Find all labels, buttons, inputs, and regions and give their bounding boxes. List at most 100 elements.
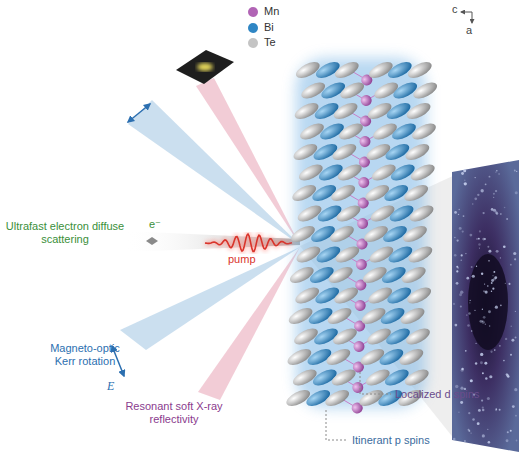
speckle-dot bbox=[479, 247, 480, 248]
bi-atom bbox=[384, 325, 413, 348]
speckle-dot bbox=[468, 412, 470, 414]
te-atom bbox=[298, 120, 327, 143]
speckle-dot bbox=[458, 209, 460, 211]
speckle-dot bbox=[484, 362, 487, 365]
speckle-dot bbox=[493, 277, 496, 280]
speckle-dot bbox=[505, 338, 507, 340]
electron-symbol bbox=[146, 237, 158, 245]
speckle-dot bbox=[453, 438, 456, 441]
speckle-dot bbox=[482, 238, 485, 241]
detector-screen bbox=[176, 50, 234, 84]
speckle-dot bbox=[462, 230, 464, 232]
speckle-dot bbox=[514, 170, 516, 172]
mn-atom bbox=[355, 216, 370, 231]
speckle-dot bbox=[476, 266, 477, 267]
speckle-dot bbox=[495, 410, 497, 412]
crystal-structure bbox=[284, 59, 440, 416]
label: a bbox=[466, 24, 472, 37]
te-atom bbox=[324, 346, 353, 369]
te-atom bbox=[323, 387, 352, 410]
speckle-dot bbox=[493, 271, 495, 273]
speckle-dot bbox=[475, 362, 477, 364]
speckle-dot bbox=[480, 361, 483, 364]
speckle-dot bbox=[460, 401, 463, 404]
diffuse-pattern bbox=[452, 160, 519, 452]
speckle-dot bbox=[460, 260, 461, 261]
speckle-dot bbox=[470, 379, 473, 382]
speckle-dot bbox=[466, 314, 468, 316]
speckle-dot bbox=[487, 429, 488, 430]
speckle-dot bbox=[485, 377, 487, 379]
pump-glow bbox=[205, 234, 292, 251]
mn-atom bbox=[354, 257, 369, 272]
te-atom bbox=[403, 366, 432, 389]
bi-atom bbox=[384, 100, 413, 123]
speckle-dot bbox=[493, 193, 495, 195]
speckle-dot bbox=[482, 321, 485, 324]
speckle-dot bbox=[482, 372, 484, 374]
label: Itinerant p spins bbox=[352, 434, 430, 447]
diffuse-center bbox=[468, 254, 508, 350]
leader-line bbox=[326, 410, 348, 440]
speckle-dot bbox=[455, 385, 458, 388]
bi-atom bbox=[383, 366, 412, 389]
mn-atom bbox=[358, 134, 373, 149]
bi-atom bbox=[389, 161, 418, 184]
bi-atom bbox=[383, 141, 412, 164]
speckle-dot bbox=[506, 374, 509, 377]
speckle-dot bbox=[476, 238, 478, 240]
te-atom bbox=[406, 59, 435, 82]
axis-arrow bbox=[461, 12, 472, 13]
speckle-dot bbox=[489, 375, 492, 378]
speckle-dot bbox=[475, 343, 476, 344]
speckle-dot bbox=[514, 258, 516, 260]
speckle-dot bbox=[461, 172, 464, 175]
te-atom bbox=[291, 366, 320, 389]
speckle-dot bbox=[455, 324, 458, 327]
speckle-dot bbox=[456, 239, 458, 241]
label: E bbox=[107, 380, 114, 393]
bi-atom bbox=[381, 223, 410, 246]
te-atom bbox=[294, 243, 323, 266]
legend-text: Bi bbox=[264, 21, 274, 34]
speckle-dot bbox=[472, 275, 475, 278]
bi-atom bbox=[387, 202, 416, 225]
speckle-dot bbox=[490, 351, 492, 353]
speckle-dot bbox=[499, 345, 501, 347]
speckle-dot bbox=[481, 399, 483, 401]
speckle-dot bbox=[478, 238, 480, 240]
te-atom bbox=[404, 100, 433, 123]
speckle-dot bbox=[511, 339, 514, 342]
speckle-dot bbox=[472, 203, 473, 204]
te-atom bbox=[397, 346, 426, 369]
bi-atom bbox=[377, 346, 406, 369]
speckle-dot bbox=[500, 213, 501, 214]
diffuse-speckle bbox=[453, 169, 518, 445]
speckle-dot bbox=[461, 368, 463, 370]
mn-atom bbox=[352, 339, 367, 354]
te-atom bbox=[329, 182, 358, 205]
speckle-dot bbox=[491, 291, 492, 292]
te-atom bbox=[406, 243, 435, 266]
speckle-dot bbox=[516, 440, 518, 442]
speckle-dot bbox=[465, 253, 466, 254]
speckle-dot bbox=[467, 324, 470, 327]
speckle-dot bbox=[468, 312, 470, 314]
te-atom bbox=[405, 284, 434, 307]
speckle-dot bbox=[478, 409, 481, 412]
legend-swatch bbox=[248, 38, 258, 48]
speckle-dot bbox=[464, 182, 467, 185]
bi-atom bbox=[390, 120, 419, 143]
bi-atom bbox=[385, 284, 414, 307]
speckle-dot bbox=[500, 257, 501, 258]
speckle-dot bbox=[491, 282, 493, 284]
te-atom bbox=[291, 141, 320, 164]
te-atom bbox=[409, 161, 438, 184]
speckle-dot bbox=[487, 246, 489, 248]
legend-text: Te bbox=[264, 36, 276, 49]
speckle-dot bbox=[474, 197, 477, 200]
label: Localized d spins bbox=[395, 388, 479, 401]
speckle-dot bbox=[474, 310, 475, 311]
speckle-dot bbox=[515, 337, 517, 339]
